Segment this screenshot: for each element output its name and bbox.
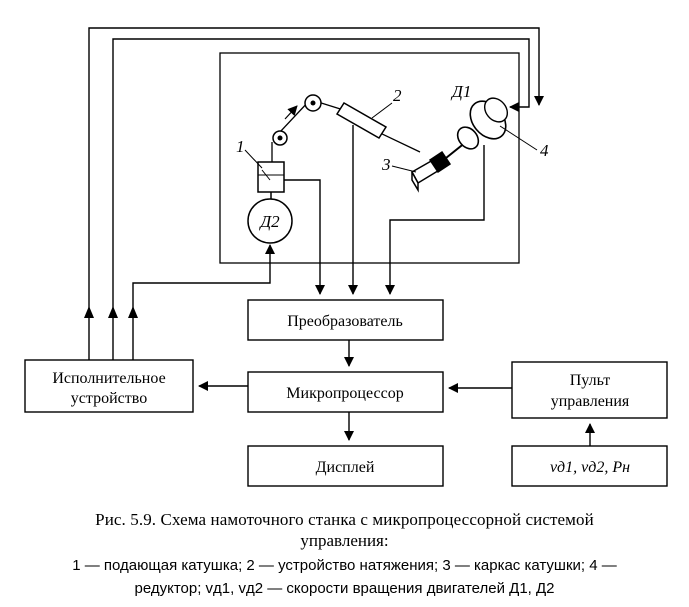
sensor-lines — [283, 125, 485, 295]
converter-label: Преобразователь — [287, 313, 403, 330]
bobbin-frame — [410, 150, 452, 193]
inputs-block — [511, 445, 668, 487]
motor-d2-label: Д2 — [258, 212, 280, 231]
label-2: 2 — [393, 86, 402, 105]
actuator-block — [24, 359, 194, 413]
motor-d1-label: Д1 — [450, 82, 471, 101]
label-4: 4 — [540, 141, 549, 160]
display-block — [247, 445, 444, 487]
caption-title-line-2: управления: — [300, 531, 389, 550]
actuator-label-1: Исполнительное — [52, 370, 165, 387]
label-1: 1 — [236, 137, 245, 156]
display-label: Дисплей — [316, 459, 375, 476]
label-3: 3 — [381, 155, 391, 174]
microprocessor-label: Микропроцессор — [286, 385, 403, 402]
inputs-label: vд1, vд2, Pн — [550, 459, 630, 476]
feed-spool — [257, 161, 285, 193]
actuator-up-arrows — [84, 306, 138, 318]
actuator-to-d1-lines — [88, 27, 544, 360]
machine-frame — [219, 52, 520, 264]
control-console-block — [511, 361, 668, 419]
reducer-front — [456, 126, 480, 150]
console-label-2: управления — [551, 393, 630, 410]
console-label-1: Пульт — [570, 372, 611, 389]
caption-legend-line-1: 1 — подающая катушка; 2 — устройство нат… — [72, 557, 617, 574]
actuator-label-2: устройство — [71, 390, 147, 407]
motor-d2 — [247, 198, 293, 244]
microprocessor-block — [247, 371, 444, 413]
caption-legend-line-2: редуктор; vд1, vд2 — скорости вращения д… — [134, 580, 555, 597]
caption-title-line-1: Рис. 5.9. Схема намоточного станка с мик… — [95, 510, 594, 529]
converter-block — [247, 299, 444, 341]
wire-direction-arrow — [284, 105, 298, 120]
tensioner — [335, 101, 388, 140]
